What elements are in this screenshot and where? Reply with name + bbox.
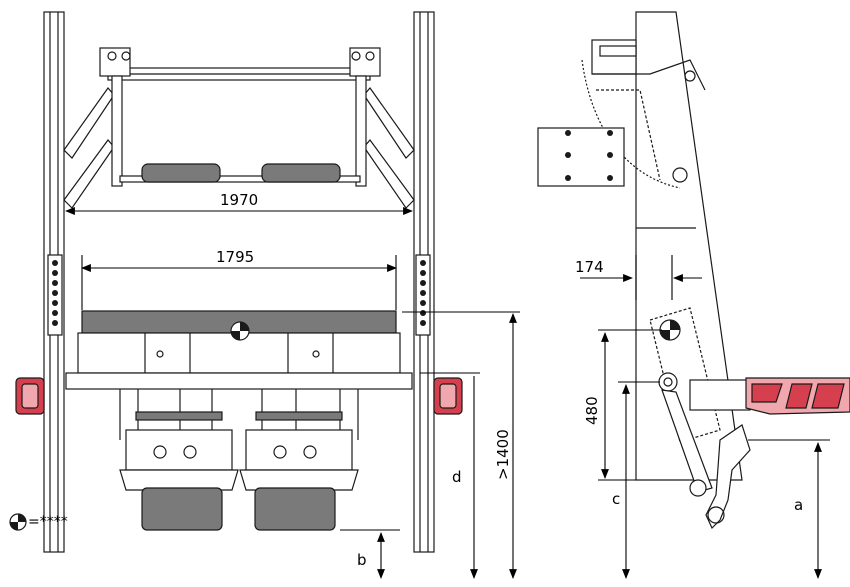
side-view [537,11,850,530]
dimension-label-a: a [794,496,803,514]
dimension-height-min: >1400 [494,429,512,480]
front-view [15,11,463,553]
front-dimensions [65,207,520,579]
dimension-label-c: c [612,490,620,508]
legend: =**** [8,512,68,532]
dimension-1795: 1795 [216,248,254,266]
dimension-label-b: b [357,551,367,569]
dimension-174: 174 [575,258,604,276]
side-dimensions [580,255,830,579]
dimension-480: 480 [583,396,601,425]
cog-value: =**** [28,514,68,530]
center-of-gravity-icon [9,513,27,531]
dimension-1970: 1970 [220,191,258,209]
dimension-label-d: d [452,468,462,486]
